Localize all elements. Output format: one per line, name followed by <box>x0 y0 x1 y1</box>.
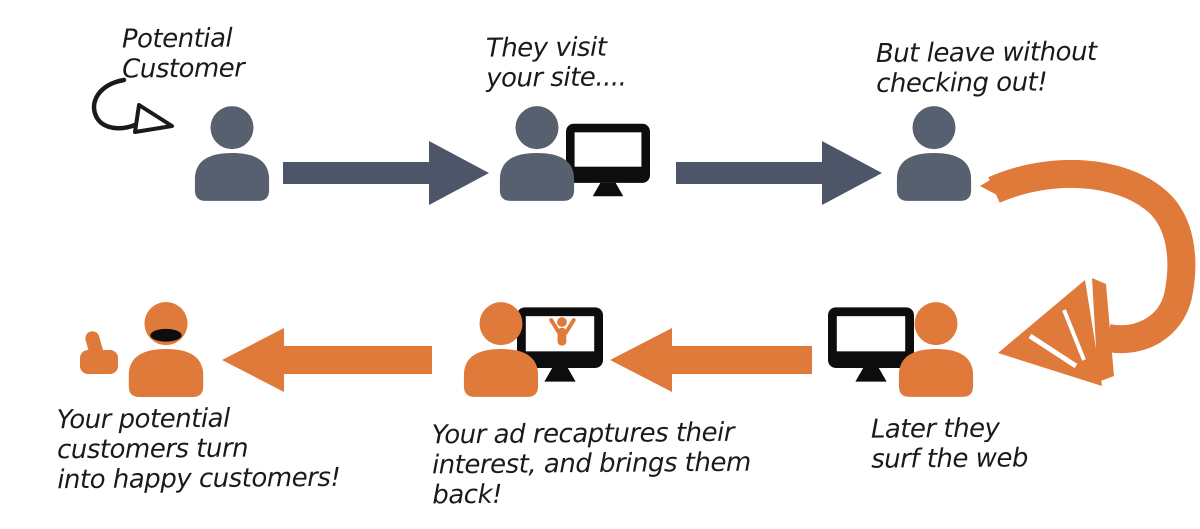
person-silhouette-icon <box>499 106 575 201</box>
person-silhouette-icon <box>898 302 974 397</box>
label-happy-customers: Your potential customers turn into happy… <box>56 403 341 496</box>
label-visit-site: They visit your site.... <box>485 32 627 94</box>
label-leave-without-checkout: But leave without checking out! <box>875 37 1097 100</box>
computer-monitor-icon <box>828 307 914 382</box>
hand-drawn-arrow-icon <box>91 77 174 134</box>
block-arrow-left-icon <box>222 328 432 392</box>
person-silhouette-icon <box>896 106 972 201</box>
cheering-ad-figure-icon <box>549 317 576 346</box>
label-surf-web: Later they surf the web <box>870 413 1029 475</box>
block-arrow-right-icon <box>283 141 489 205</box>
block-arrow-left-icon <box>610 328 812 392</box>
person-silhouette-icon <box>463 302 539 397</box>
label-ad-recaptures: Your ad recaptures their interest, and b… <box>431 417 751 511</box>
brush-curved-arrow-icon <box>980 160 1196 386</box>
thumbs-up-icon <box>80 331 118 374</box>
happy-person-icon <box>128 302 204 397</box>
person-silhouette-icon <box>194 106 270 201</box>
open-smile-mouth-icon <box>150 328 182 342</box>
block-arrow-right-icon <box>676 141 882 205</box>
computer-monitor-icon <box>566 123 650 197</box>
computer-monitor-icon <box>517 307 603 382</box>
